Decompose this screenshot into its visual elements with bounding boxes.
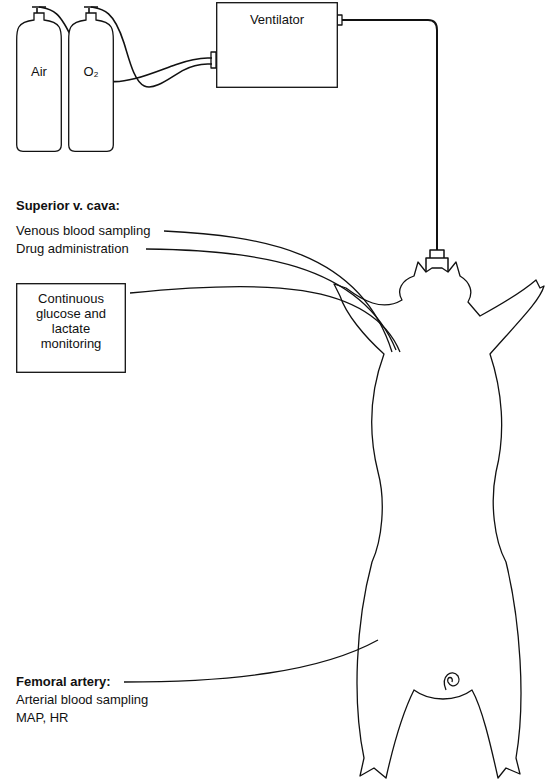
gas-cylinder: Air xyxy=(16,6,62,152)
gas-cylinder: O₂ xyxy=(68,6,114,152)
cylinder-outline xyxy=(68,6,114,152)
site-note: Drug administration xyxy=(14,241,131,257)
device-box: Continuous glucose and lactate monitorin… xyxy=(16,283,126,373)
node-label: Ventilator xyxy=(220,12,334,27)
node-label: Air xyxy=(20,64,58,79)
site-note: Venous blood sampling xyxy=(14,223,152,239)
tube-connector xyxy=(426,258,448,272)
gas-hose xyxy=(39,7,212,82)
arterial-catheter xyxy=(124,640,378,682)
site-note: Arterial blood sampling xyxy=(14,692,150,708)
drug-catheter xyxy=(146,249,396,350)
node-label: Continuous glucose and lactate monitorin… xyxy=(20,291,122,351)
device-box: Ventilator xyxy=(216,2,338,88)
cylinder-outline xyxy=(16,6,62,152)
pig-outline xyxy=(334,262,544,778)
site-heading: Superior v. cava: xyxy=(14,198,122,214)
tube-connector xyxy=(430,250,444,258)
node-label: O₂ xyxy=(72,64,110,79)
pig-tail xyxy=(444,673,459,690)
venous-catheter xyxy=(164,231,392,352)
site-note: MAP, HR xyxy=(14,710,71,726)
site-heading: Femoral artery: xyxy=(14,674,113,690)
ventilator-port xyxy=(211,52,216,68)
monitoring-catheter xyxy=(130,286,400,352)
breathing-tube xyxy=(341,20,437,250)
